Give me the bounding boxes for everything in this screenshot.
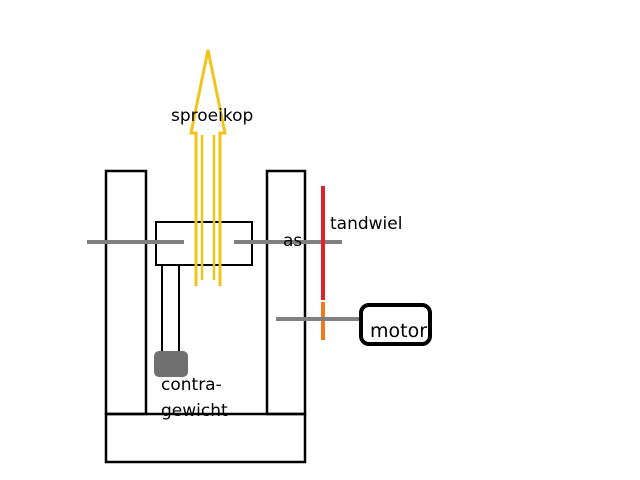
left-pillar bbox=[104, 169, 148, 416]
frame-base bbox=[104, 412, 307, 464]
label-as: as bbox=[283, 231, 303, 251]
label-sproeikop: sproeikop bbox=[171, 106, 254, 126]
label-tandwiel: tandwiel bbox=[330, 214, 403, 234]
label-contra: contra- bbox=[161, 375, 222, 395]
motor-box bbox=[359, 303, 432, 346]
counterweight bbox=[154, 351, 188, 377]
label-motor: motor bbox=[370, 320, 428, 342]
label-gewicht: gewicht bbox=[161, 401, 228, 421]
spray-nozzle bbox=[189, 49, 227, 286]
right-pillar bbox=[265, 169, 307, 416]
